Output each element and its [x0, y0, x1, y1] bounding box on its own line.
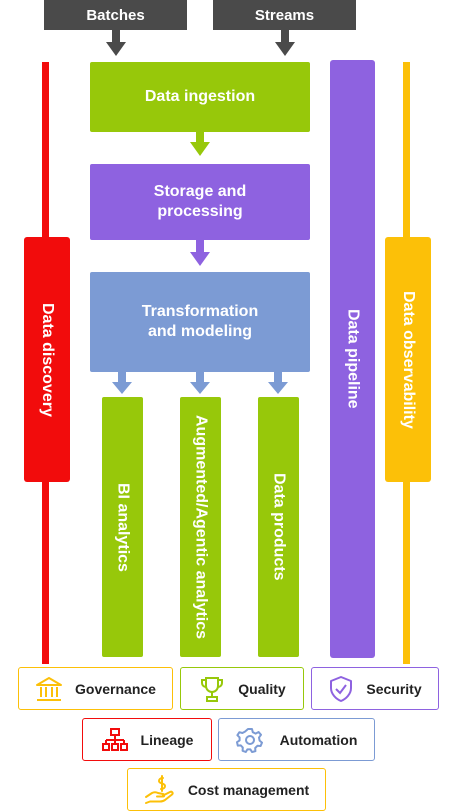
streams-source: Streams: [213, 0, 356, 30]
data-observability-bar: Data observability: [385, 237, 431, 482]
hierarchy-icon: [101, 727, 128, 751]
augmented-analytics-label: Augmented/Agentic analytics: [192, 414, 210, 640]
cost-management-tag: Cost management: [127, 768, 326, 811]
augmented-analytics-output: Augmented/Agentic analytics: [180, 397, 221, 657]
security-label: Security: [366, 680, 422, 697]
data-pipeline-bar: Data pipeline: [330, 60, 375, 658]
data-observability-label: Data observability: [400, 290, 417, 429]
storage-processing-label: Storage and processing: [153, 183, 247, 220]
bank-icon: [36, 676, 63, 701]
data-discovery-bar: Data discovery: [24, 237, 70, 482]
money-hand-icon: [144, 774, 174, 804]
governance-tag: Governance: [18, 667, 173, 710]
shield-check-icon: [330, 675, 353, 702]
batches-source: Batches: [44, 0, 187, 30]
bi-analytics-label: BI analytics: [114, 482, 132, 572]
lineage-label: Lineage: [140, 731, 194, 748]
data-products-output: Data products: [258, 397, 299, 657]
lineage-tag: Lineage: [82, 718, 212, 761]
quality-tag: Quality: [180, 667, 304, 710]
data-products-label: Data products: [270, 473, 288, 581]
streams-label: Streams: [254, 6, 315, 24]
governance-label: Governance: [75, 680, 156, 697]
transformation-modeling-stage: Transformation and modeling: [90, 272, 310, 372]
security-tag: Security: [311, 667, 439, 710]
data-pipeline-label: Data pipeline: [344, 309, 362, 409]
trophy-icon: [201, 676, 224, 702]
gear-icon: [235, 727, 263, 753]
data-ingestion-label: Data ingestion: [144, 88, 256, 105]
data-discovery-label: Data discovery: [39, 302, 56, 417]
batches-label: Batches: [86, 6, 145, 24]
data-ingestion-stage: Data ingestion: [90, 62, 310, 132]
transformation-modeling-label: Transformation and modeling: [141, 303, 259, 340]
cost-management-label: Cost management: [187, 781, 310, 798]
quality-label: Quality: [238, 680, 286, 697]
storage-processing-stage: Storage and processing: [90, 164, 310, 240]
automation-label: Automation: [279, 731, 358, 748]
bi-analytics-output: BI analytics: [102, 397, 143, 657]
automation-tag: Automation: [218, 718, 375, 761]
